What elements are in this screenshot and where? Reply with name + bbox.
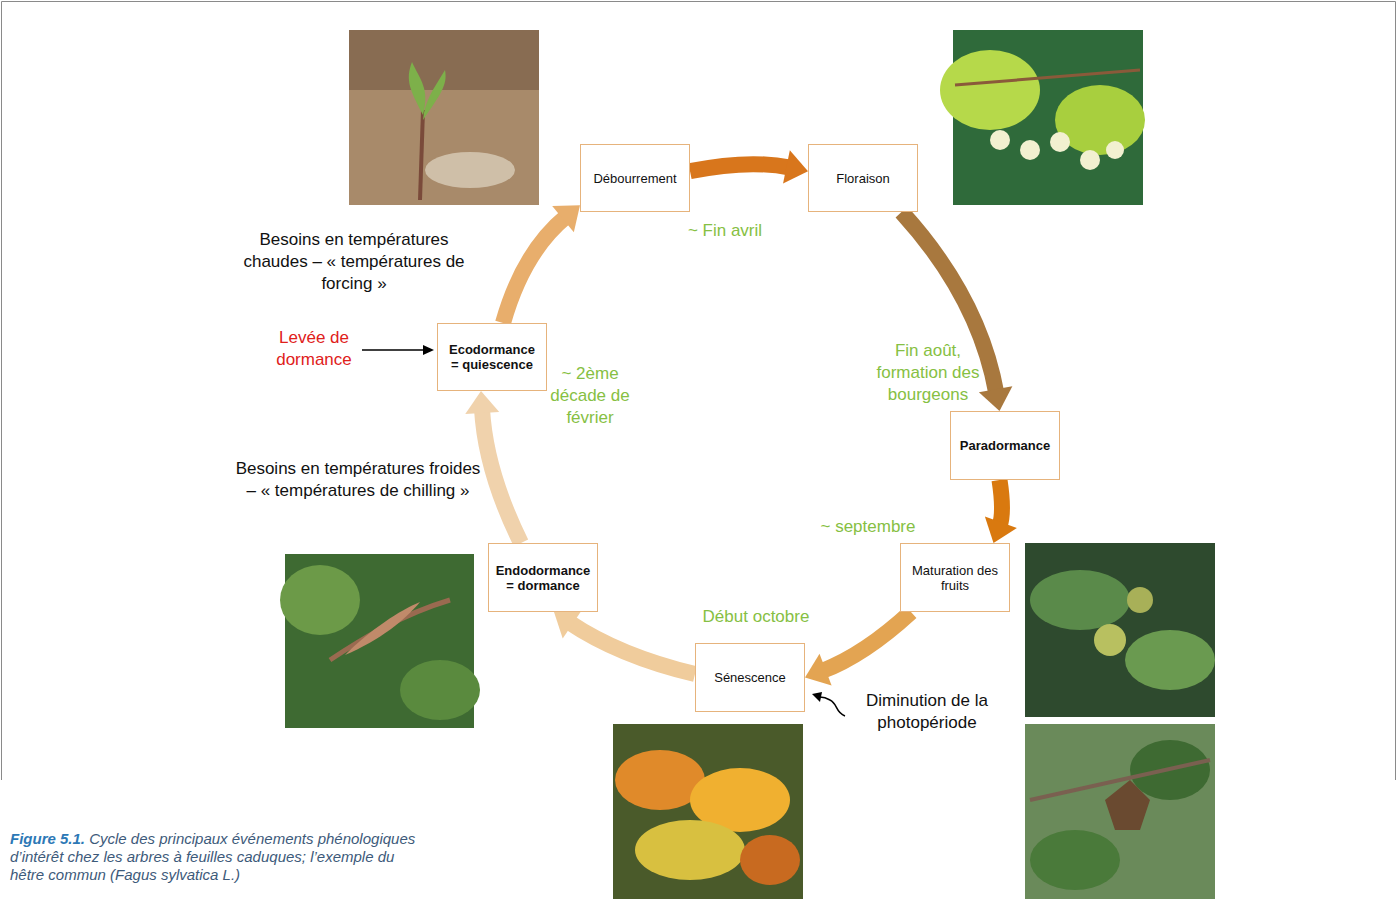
- photo-foliage: [280, 565, 360, 635]
- frame-line: [2, 2, 1396, 781]
- arrow-body: [690, 164, 790, 171]
- phase-box: Paradormance: [950, 411, 1060, 480]
- figure-caption: Figure 5.1. Cycle des principaux événeme…: [10, 830, 430, 884]
- annotation-text: ~ septembre: [808, 516, 928, 538]
- photo-foliage: [400, 660, 480, 720]
- photo-dormant-bud: [280, 554, 480, 728]
- phase-label: Maturation des fruits: [907, 563, 1003, 593]
- photo-stem: [420, 110, 423, 200]
- phase-box: Débourrement: [580, 144, 690, 212]
- annotation-text: Besoins en températures chaudes – « temp…: [229, 229, 479, 295]
- photo-fruit: [1094, 624, 1126, 656]
- photo-fruit-green: [1025, 543, 1215, 717]
- photo-flower: [1050, 132, 1070, 152]
- annotation-text: Besoins en températures froides – « temp…: [233, 458, 483, 502]
- phase-box: Floraison: [808, 144, 918, 212]
- photo-husk: [1105, 780, 1150, 830]
- arrow-body: [503, 217, 566, 323]
- photo-flowering: [940, 30, 1145, 205]
- photo-senescence: [613, 724, 803, 899]
- arrow-head: [554, 610, 582, 638]
- photo-budburst: [349, 30, 539, 205]
- leader-head: [423, 345, 434, 355]
- photo-background: [1025, 724, 1215, 899]
- phase-label: Paradormance: [960, 438, 1050, 453]
- photo-leaf-litter: [425, 152, 515, 188]
- annotation-text: ~ Fin avril: [670, 220, 780, 242]
- annotation-text: Diminution de la photopériode: [852, 690, 1002, 734]
- annotation-text: Fin août, formation des bourgeons: [868, 340, 988, 406]
- photo-fruit: [1127, 587, 1153, 613]
- phase-box: Ecodormance = quiescence: [437, 323, 547, 391]
- phase-label: Ecodormance = quiescence: [444, 342, 540, 372]
- photo-background: [1025, 543, 1215, 717]
- arrow-head: [552, 205, 580, 232]
- photo-ground: [349, 30, 539, 205]
- cycle-arrow: [985, 480, 1017, 543]
- arrow-head: [465, 391, 499, 414]
- arrow-head: [783, 150, 808, 183]
- photo-bud: [345, 602, 420, 655]
- photo-fruit-open: [1025, 724, 1215, 899]
- arrow-body: [822, 612, 911, 671]
- photo-flower: [1106, 141, 1124, 159]
- photo-background: [613, 724, 803, 899]
- arrow-head: [985, 517, 1017, 543]
- phase-label: Endodormance = dormance: [495, 563, 591, 593]
- photo-leaf: [740, 835, 800, 885]
- arrow-body: [1000, 480, 1002, 526]
- annotation-text: Levée de dormance: [259, 327, 369, 371]
- phase-label: Floraison: [836, 171, 889, 186]
- cycle-arrow: [503, 205, 580, 323]
- photo-twig: [330, 600, 450, 660]
- arrow-body: [482, 409, 521, 543]
- cycle-arrow: [690, 150, 808, 183]
- leader-arrow: [362, 345, 434, 355]
- photo-flower: [1020, 140, 1040, 160]
- photo-leaf: [940, 50, 1040, 130]
- annotation-text: ~ 2ème décade de février: [545, 363, 635, 429]
- leader-head: [812, 692, 822, 702]
- phase-box: Endodormance = dormance: [488, 543, 598, 612]
- leader-line: [362, 349, 424, 351]
- annotation-text: Début octobre: [686, 606, 826, 628]
- cycle-arrow: [554, 610, 695, 674]
- leader-line: [820, 697, 845, 716]
- photo-flower: [1080, 150, 1100, 170]
- photo-branch: [955, 70, 1140, 85]
- photo-shoot: [409, 62, 446, 120]
- photo-flower: [990, 130, 1010, 150]
- arrow-head: [805, 654, 832, 686]
- arrow-head: [979, 386, 1012, 411]
- phase-label: Débourrement: [593, 171, 676, 186]
- photo-leaf: [1030, 570, 1130, 630]
- cycle-arrow: [805, 612, 911, 686]
- phase-box: Sénescence: [695, 643, 805, 712]
- arrow-body: [569, 622, 695, 674]
- photo-leaf: [1030, 830, 1120, 890]
- phase-label: Sénescence: [714, 670, 786, 685]
- phase-box: Maturation des fruits: [900, 543, 1010, 612]
- photo-leaf: [635, 820, 745, 880]
- photo-leaf: [1125, 630, 1215, 690]
